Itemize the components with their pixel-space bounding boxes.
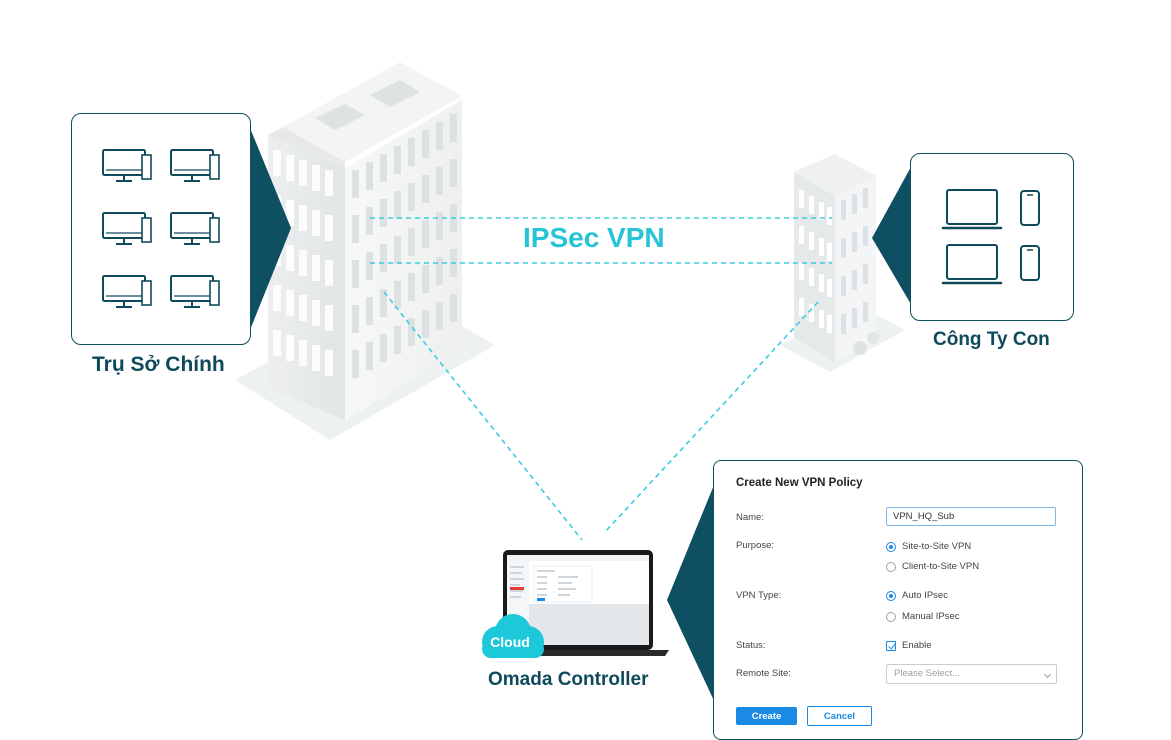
hq-building	[268, 62, 462, 420]
desktop-monitor-icon-group	[102, 149, 220, 308]
checkbox-checked-icon[interactable]	[886, 640, 896, 651]
hq-devices-callout	[71, 113, 251, 345]
status-enable-checkbox[interactable]: Enable	[886, 640, 932, 651]
name-field-label: Name:	[736, 512, 764, 523]
hq-label: Trụ Sở Chính	[92, 353, 225, 376]
status-option-label: Enable	[902, 640, 932, 651]
desktop-monitor-icon	[170, 275, 220, 308]
desktop-monitor-icon	[170, 212, 220, 245]
panel-title: Create New VPN Policy	[736, 477, 863, 489]
vpn-type-option-manual[interactable]: Manual IPsec	[886, 611, 960, 622]
desktop-monitor-icon	[102, 275, 152, 308]
vpn-tunnel-lines	[370, 217, 832, 541]
create-button[interactable]: Create	[736, 707, 797, 725]
name-input[interactable]	[886, 507, 1056, 526]
branch-device-icons	[941, 189, 1040, 285]
hq-callout-pointer	[250, 128, 291, 330]
purpose-field-label: Purpose:	[736, 540, 775, 551]
laptop-icon	[941, 244, 1003, 285]
smartphone-icon	[1020, 245, 1040, 281]
cloud-badge-label: Cloud	[490, 634, 530, 650]
radio-unselected-icon[interactable]	[886, 561, 896, 572]
branch-callout-pointer	[872, 165, 912, 306]
purpose-option-label: Client-to-Site VPN	[902, 561, 980, 572]
desktop-monitor-icon	[102, 212, 152, 245]
branch-devices-callout	[910, 153, 1074, 321]
create-vpn-policy-panel: Create New VPN Policy Name: Purpose: Sit…	[713, 460, 1083, 740]
controller-label: Omada Controller	[488, 669, 649, 690]
vpn-type-option-auto[interactable]: Auto IPsec	[886, 590, 948, 601]
purpose-option-site-to-site[interactable]: Site-to-Site VPN	[886, 541, 971, 552]
vpn-type-option-label: Manual IPsec	[902, 611, 960, 622]
desktop-monitor-icon	[102, 149, 152, 182]
remote-site-placeholder: Please Select...	[894, 668, 961, 679]
vpn-type-field-label: VPN Type:	[736, 590, 782, 601]
controller-laptop-icon	[487, 550, 669, 656]
desktop-monitor-icon	[170, 149, 220, 182]
remote-site-field-label: Remote Site:	[736, 668, 791, 679]
vpn-label: IPSec VPN	[523, 222, 665, 253]
chevron-down-icon	[1043, 670, 1052, 679]
vpn-type-option-label: Auto IPsec	[902, 590, 948, 601]
purpose-option-label: Site-to-Site VPN	[902, 541, 972, 552]
cancel-button[interactable]: Cancel	[807, 706, 872, 726]
radio-selected-icon[interactable]	[886, 590, 896, 601]
radio-unselected-icon[interactable]	[886, 611, 896, 622]
branch-building	[794, 154, 879, 362]
cloud-icon	[482, 614, 544, 658]
radio-selected-icon[interactable]	[886, 541, 896, 552]
smartphone-icon	[1020, 190, 1040, 226]
controller-callout-pointer	[667, 480, 716, 705]
purpose-option-client-to-site[interactable]: Client-to-Site VPN	[886, 561, 979, 572]
remote-site-select[interactable]: Please Select...	[886, 664, 1057, 684]
status-field-label: Status:	[736, 640, 766, 651]
network-diagram-scene	[235, 62, 912, 705]
laptop-icon	[941, 189, 1003, 230]
branch-label: Công Ty Con	[933, 329, 1050, 350]
